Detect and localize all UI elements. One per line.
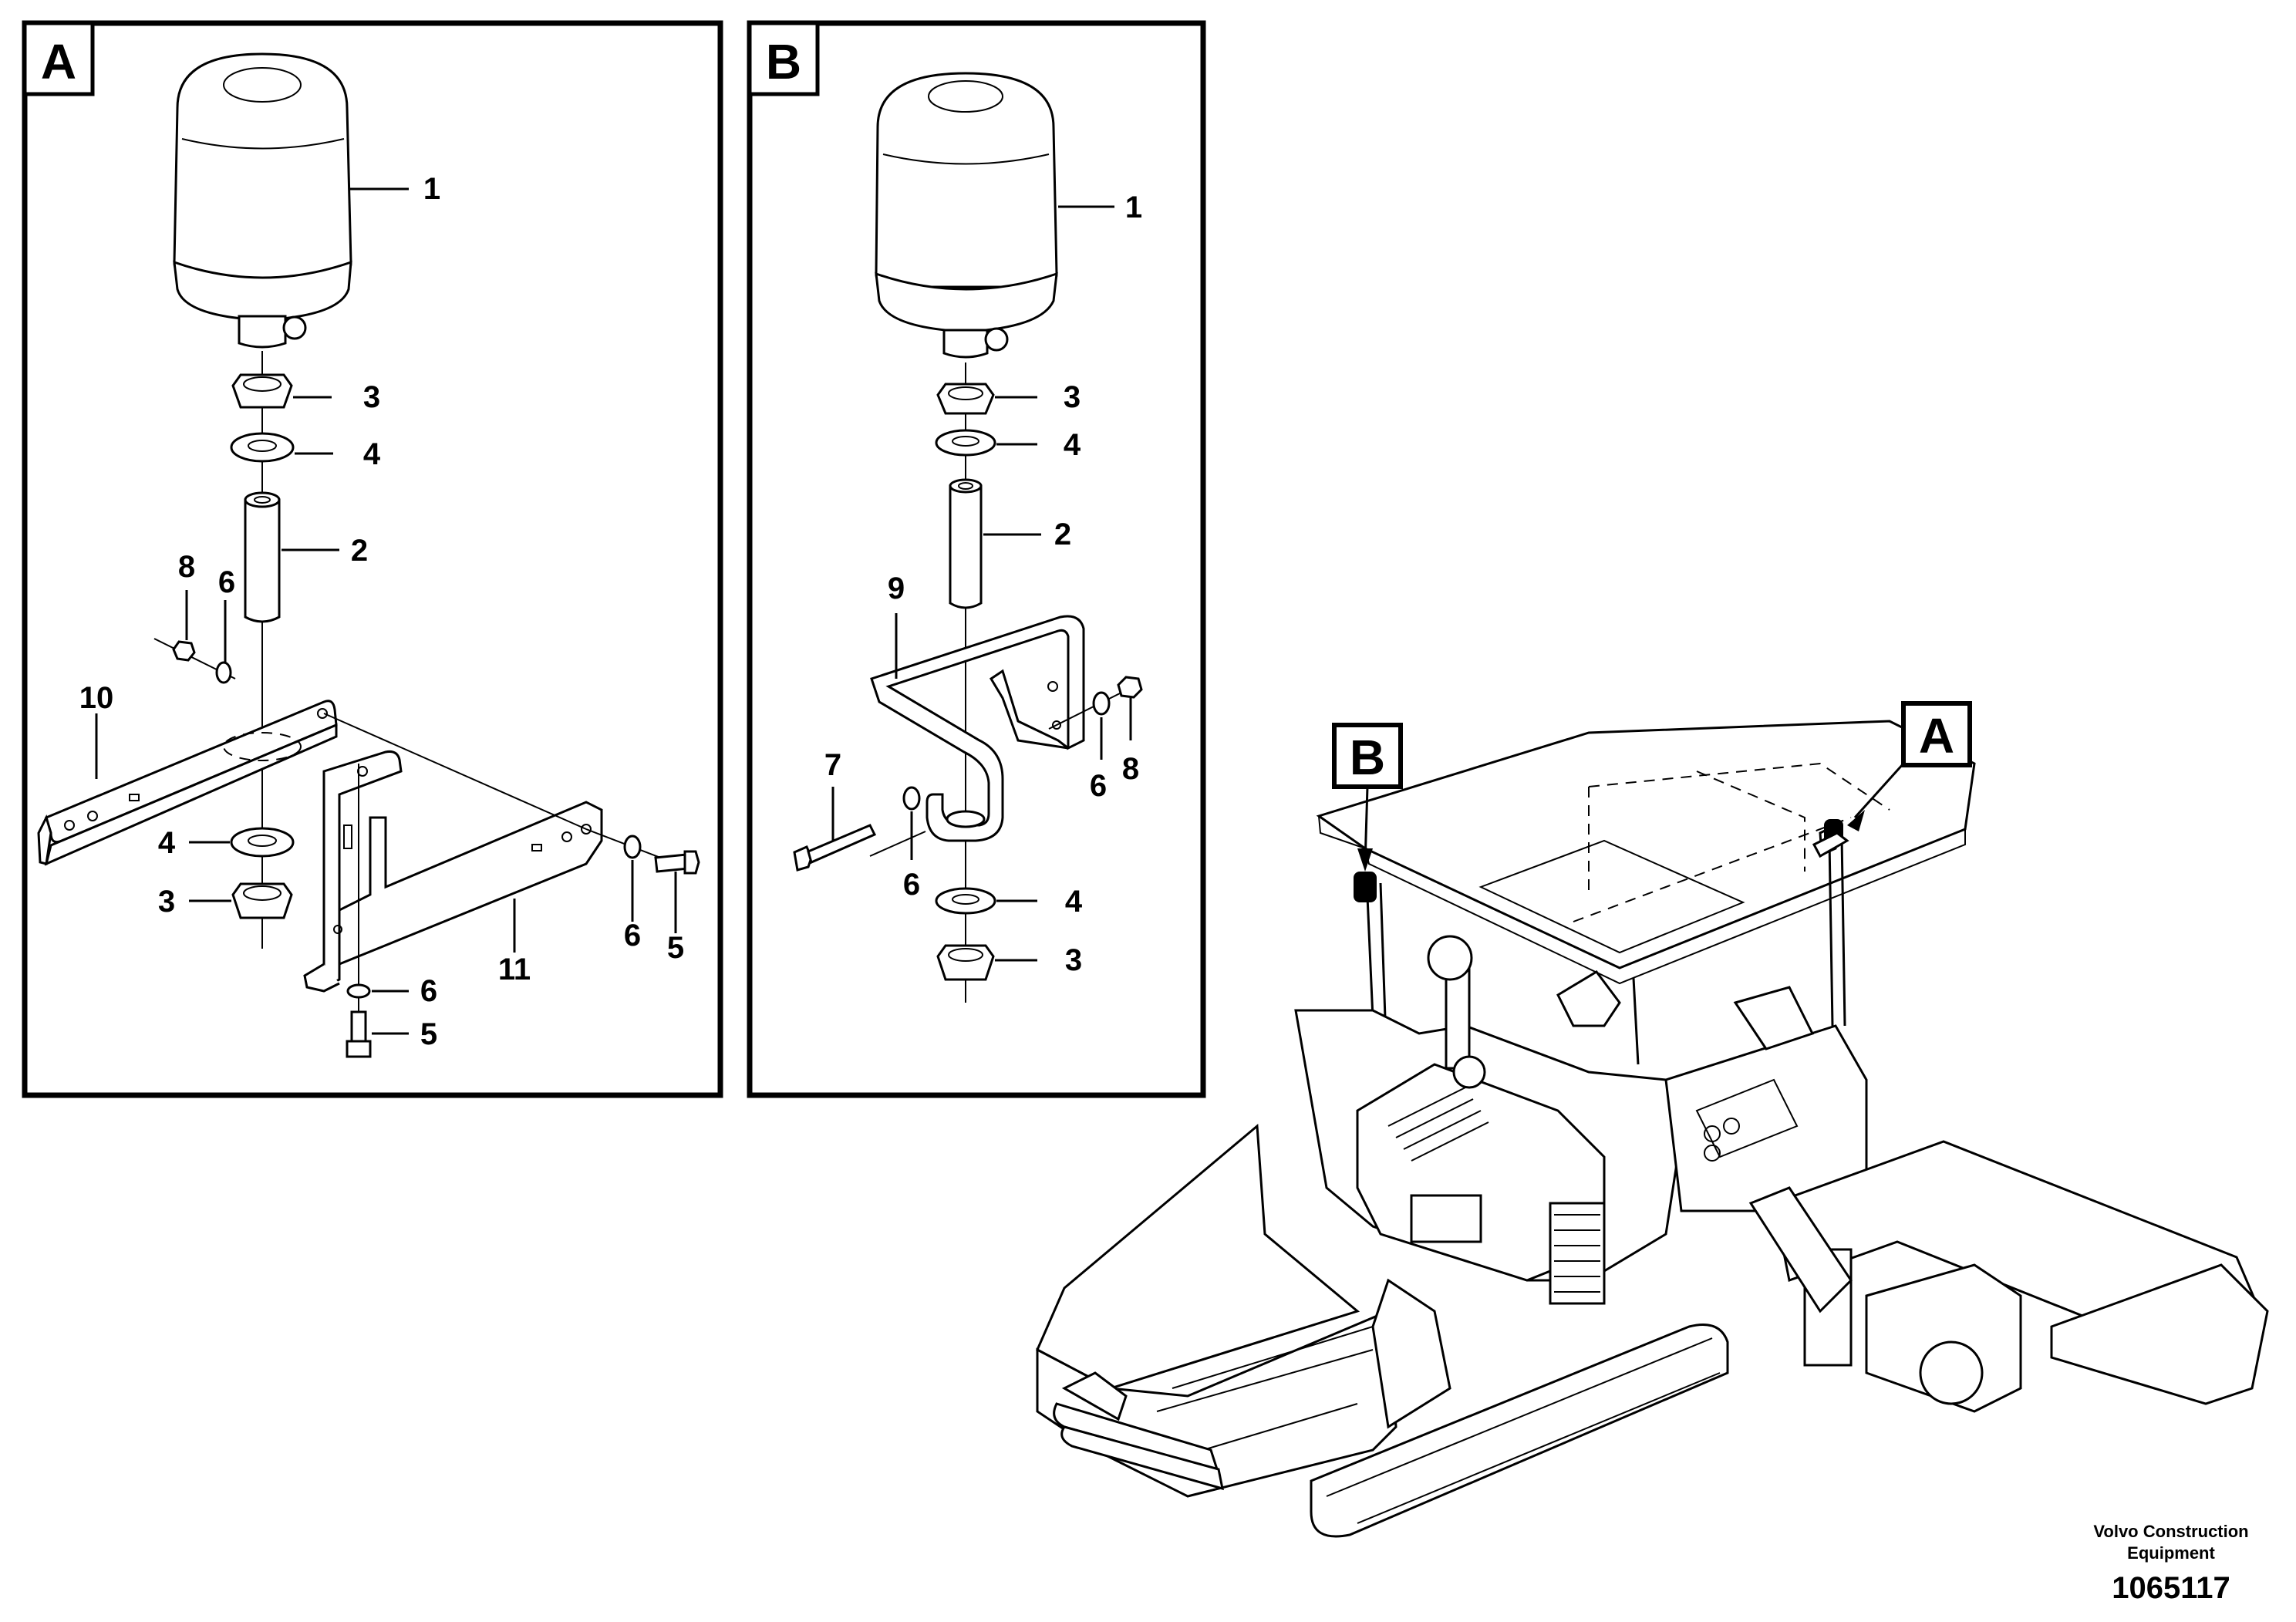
marker-a-letter: A	[1919, 708, 1954, 764]
nut-a-bottom	[231, 882, 293, 919]
bolt-a-lower	[346, 1010, 372, 1058]
beacon-light-a	[173, 52, 352, 349]
beacon-light-b	[875, 72, 1058, 359]
marker-b: B	[1332, 723, 1403, 872]
panel-a-letter: A	[41, 34, 76, 89]
spacer-tube-a	[244, 491, 281, 623]
callout-a-3-bottom: 3	[158, 885, 175, 919]
washer-b-left	[902, 786, 921, 811]
spacer-tube-b	[949, 478, 983, 609]
callout-b-4-bottom: 4	[1065, 885, 1083, 919]
bolt-b-7	[793, 824, 877, 872]
bracket-10	[37, 700, 338, 866]
bracket-9	[870, 615, 1085, 842]
bolt-a-right	[654, 850, 700, 875]
callout-b-6-left: 6	[903, 868, 920, 902]
callout-b-3-top: 3	[1064, 380, 1081, 414]
washer-b-bottom	[935, 887, 996, 915]
callout-b-4-top: 4	[1064, 428, 1081, 462]
panel-b-letter-box	[747, 21, 820, 96]
callout-a-11: 11	[498, 953, 531, 986]
callout-a-5-lower: 5	[420, 1017, 437, 1051]
marker-a: A	[1847, 701, 1972, 831]
callout-a-3-top: 3	[363, 380, 380, 414]
callout-b-3-bottom: 3	[1065, 943, 1082, 977]
nut-b-top	[936, 383, 995, 415]
callout-a-6-small: 6	[218, 565, 235, 599]
washer-a-bottom	[230, 827, 295, 858]
callout-b-7: 7	[824, 748, 841, 782]
callout-a-5-right: 5	[667, 931, 684, 965]
crawler-track	[1310, 1324, 1729, 1538]
washer-a-right	[623, 835, 642, 859]
washer-b-right	[1092, 691, 1111, 716]
image-number: 1065117	[2112, 1571, 2230, 1605]
nut-b-bottom	[936, 944, 995, 981]
callout-a-1: 1	[423, 172, 440, 206]
washer-a-small	[215, 661, 232, 684]
nut-b-8	[1117, 676, 1143, 699]
callout-a-4-top: 4	[363, 437, 381, 471]
panel-b-letter: B	[766, 34, 801, 89]
nut-a-small	[172, 640, 196, 662]
callout-b-6-right: 6	[1090, 769, 1107, 803]
washer-a-top	[230, 432, 295, 463]
panel-a-letter-box	[22, 21, 95, 96]
canopy-roof	[1316, 720, 1976, 969]
callout-a-6-lower: 6	[420, 974, 437, 1008]
washer-b-top	[935, 429, 996, 457]
brand-line-2: Equipment	[2127, 1543, 2215, 1563]
washer-a-lower	[346, 983, 371, 999]
callout-b-8: 8	[1122, 752, 1139, 786]
callout-a-6-right: 6	[624, 919, 641, 953]
callout-a-8: 8	[178, 550, 195, 584]
callout-a-2: 2	[351, 534, 368, 568]
callout-b-2: 2	[1054, 518, 1071, 551]
panel-b: B	[747, 20, 1206, 1098]
bracket-11	[303, 750, 603, 993]
nut-a-top	[231, 373, 293, 409]
machine-beacon-b	[1354, 872, 1377, 902]
callout-a-10: 10	[79, 681, 114, 715]
machine-beacon-a	[1812, 819, 1849, 858]
brand-line-1: Volvo Construction	[2093, 1522, 2248, 1541]
callout-b-9: 9	[888, 572, 905, 605]
callout-b-1: 1	[1125, 191, 1142, 224]
panel-a: A	[22, 20, 723, 1098]
callout-a-4-bottom: 4	[158, 826, 176, 860]
marker-b-letter: B	[1350, 730, 1385, 785]
asphalt-paver-illustration	[1036, 720, 2269, 1538]
